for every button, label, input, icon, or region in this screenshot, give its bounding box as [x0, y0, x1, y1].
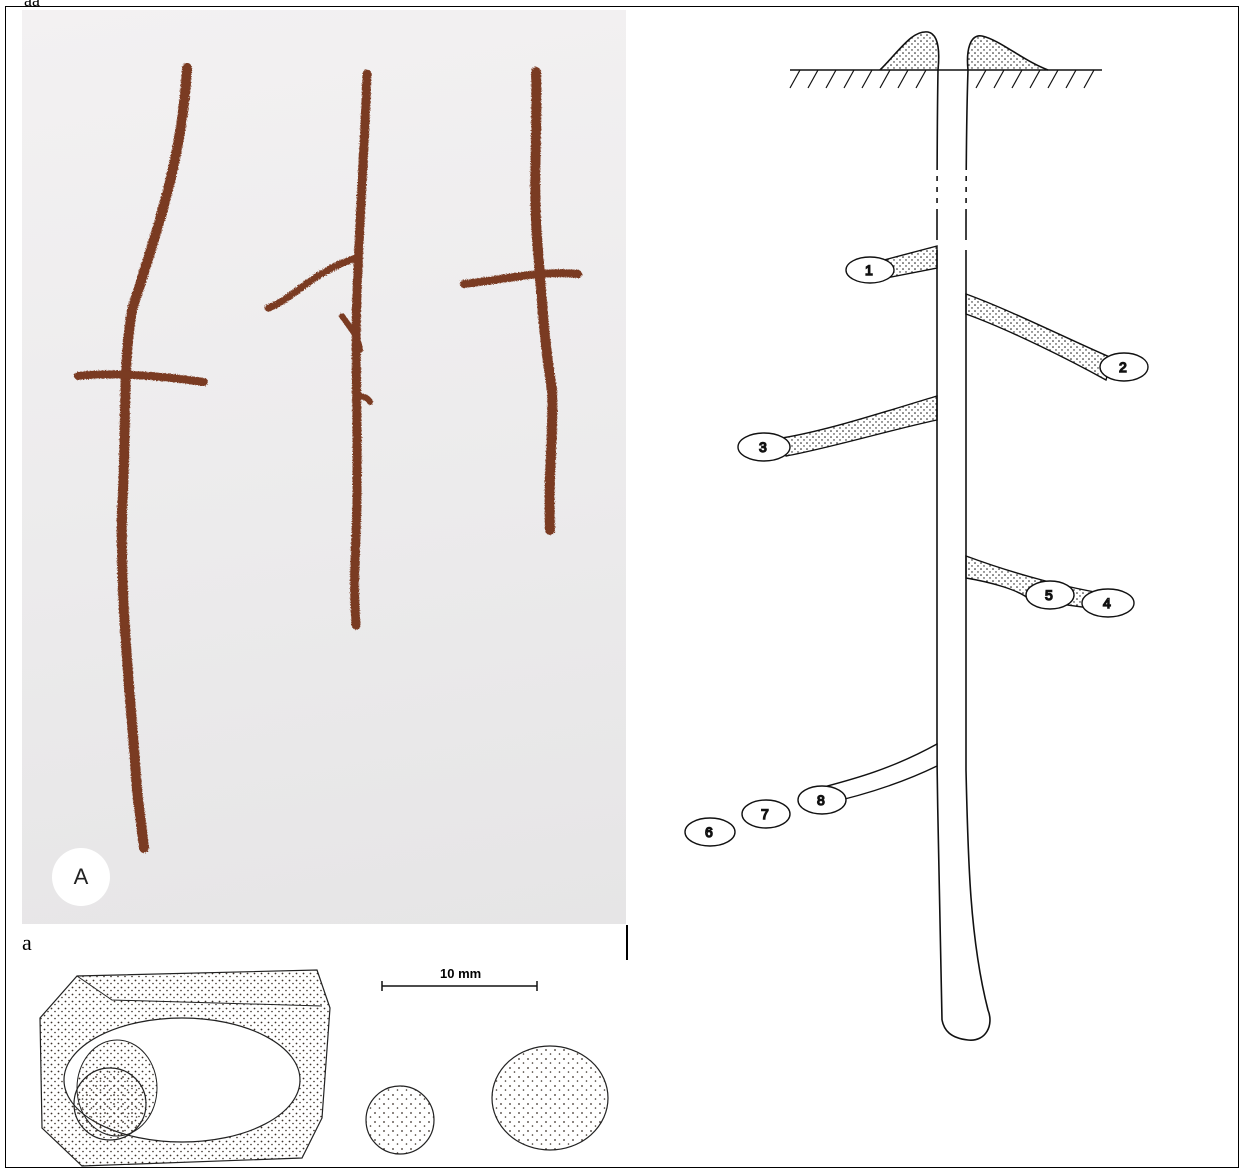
chamber-label-7: 7 — [761, 806, 769, 822]
photo-badge: A — [52, 848, 110, 906]
burrow-diagram: 1 2 3 4 5 6 7 8 — [650, 10, 1170, 1090]
burrow-casts-photo — [22, 10, 626, 924]
chamber-label-6: 6 — [705, 824, 713, 840]
chamber-label-8: 8 — [817, 792, 825, 808]
chamber-label-5: 5 — [1045, 587, 1053, 603]
chamber-label-2: 2 — [1119, 359, 1127, 375]
chamber-cells-drawing: 10 mm — [22, 958, 622, 1172]
panel-divider — [626, 925, 628, 960]
panel-letter-a: a — [22, 930, 32, 956]
photo-panel: A — [22, 10, 626, 924]
scale-label: 10 mm — [440, 966, 481, 981]
chamber-label-3: 3 — [759, 439, 767, 455]
chamber-label-4: 4 — [1103, 595, 1111, 611]
chamber-label-1: 1 — [865, 262, 873, 278]
